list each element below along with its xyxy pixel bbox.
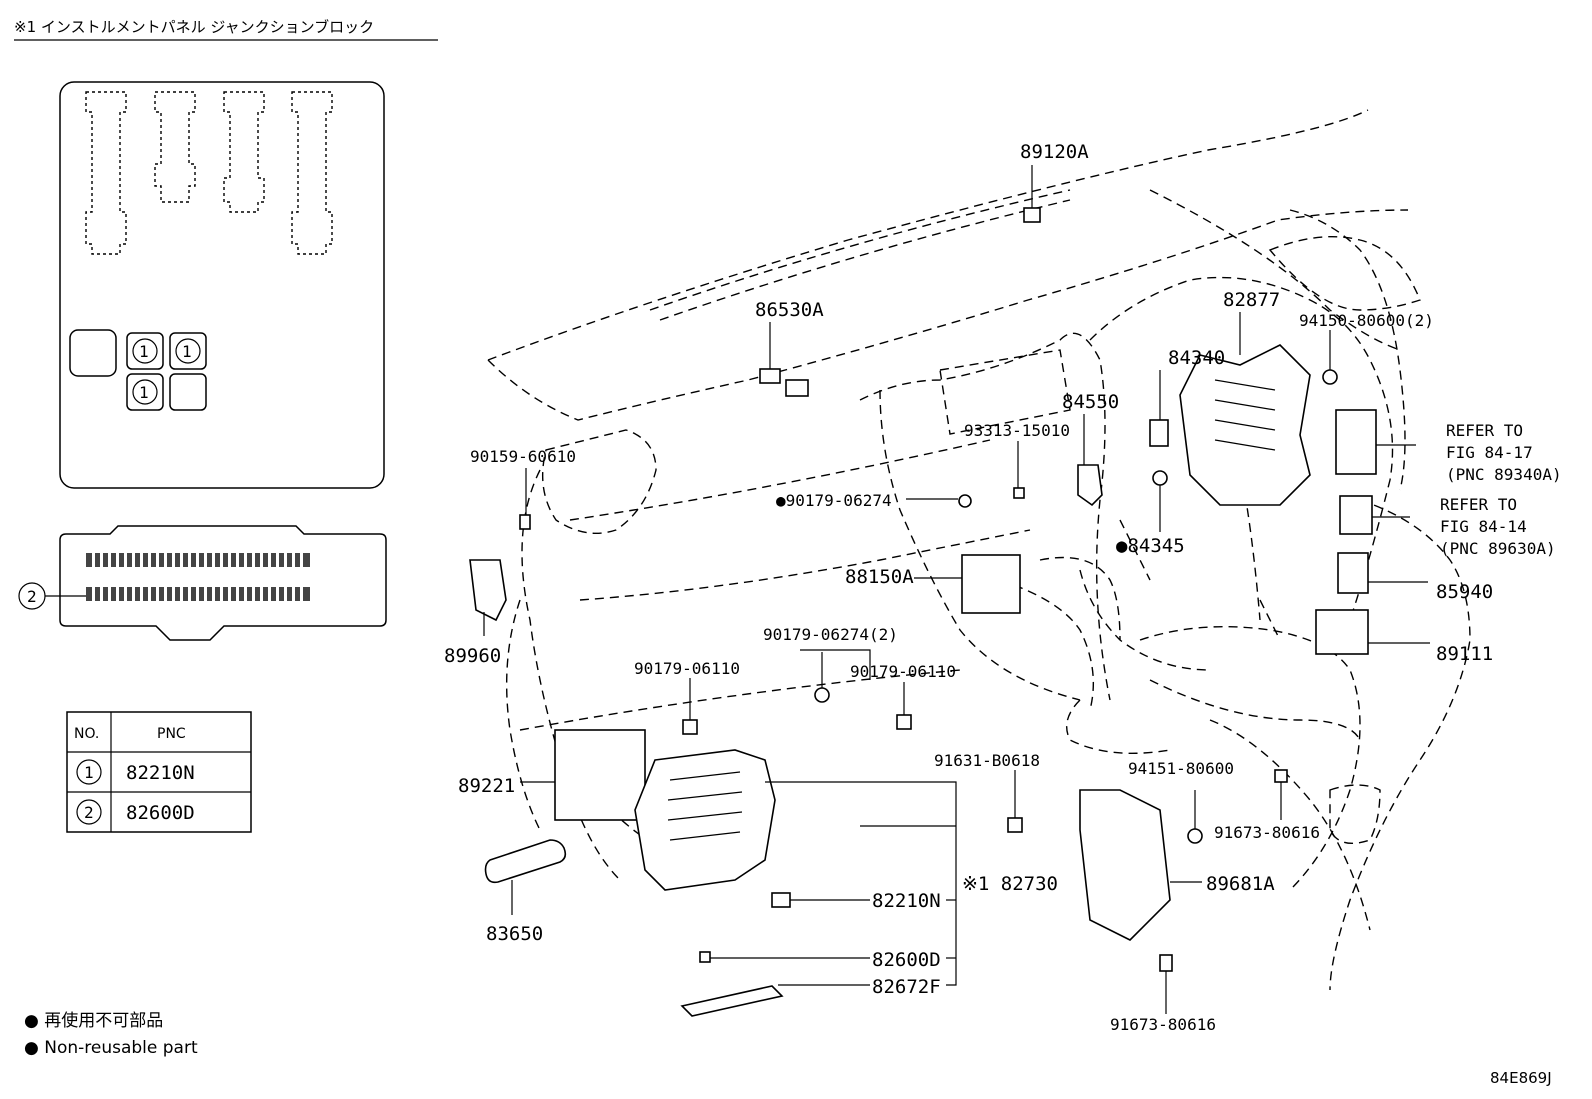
fuse-82600D-icon — [699, 951, 711, 963]
label-89960: 89960 — [444, 645, 501, 667]
label-91673-80616-right: 91673-80616 — [1214, 823, 1320, 842]
label-94150-80600: 94150-80600(2) — [1299, 311, 1434, 330]
relay-label: 1 — [139, 383, 149, 402]
label-89221: 89221 — [458, 775, 515, 797]
nut-icon — [958, 494, 972, 508]
label-89681A: 89681A — [1206, 873, 1275, 895]
label-90159-60610: 90159-60610 — [470, 447, 576, 466]
switch-84340-icon — [1149, 419, 1169, 447]
label-84340: 84340 — [1168, 347, 1225, 369]
junction-block-connector-inset: 2 — [18, 525, 387, 641]
nut-icon — [1322, 369, 1338, 385]
part-83650-icon — [484, 839, 567, 884]
part-89960-icon — [469, 559, 507, 622]
part-86530A-icon — [759, 322, 809, 397]
nut-icon — [814, 687, 830, 703]
ecu-89681A-icon — [1079, 789, 1171, 941]
refer-line: FIG 84-14 — [1440, 517, 1527, 536]
refer-line: REFER TO — [1440, 495, 1517, 514]
bolt-icon — [1007, 817, 1023, 833]
bolt-icon — [1159, 954, 1173, 972]
refer-line: (PNC 89340A) — [1446, 465, 1562, 484]
table-cell-pnc: 82210N — [126, 762, 195, 784]
relay-slot-blank — [69, 329, 117, 377]
module-89340A-icon — [1335, 409, 1377, 475]
relay-label: 1 — [182, 342, 192, 361]
clip-icon — [896, 714, 912, 730]
refer-line: (PNC 89630A) — [1440, 539, 1556, 558]
label-82210N: 82210N — [872, 890, 941, 912]
part-82877-icon — [1179, 312, 1311, 506]
label-83650: 83650 — [486, 923, 543, 945]
nut-icon — [1187, 828, 1203, 844]
label-90179-06110-left: 90179-06110 — [634, 659, 740, 678]
relay-label: 1 — [139, 342, 149, 361]
label-91631-B0618: 91631-B0618 — [934, 751, 1040, 770]
label-86530A: 86530A — [755, 299, 824, 321]
instrument-panel-illustration — [487, 109, 1471, 991]
label-85940: 85940 — [1436, 581, 1493, 603]
label-90179-06274-2: 90179-06274(2) — [763, 625, 898, 644]
header-title: ※1 インストルメントパネル ジャンクションブロック — [14, 18, 374, 36]
label-90179-06274: ●90179-06274 — [776, 491, 892, 510]
table-header-no: NO. — [74, 726, 99, 742]
label-84345: ●84345 — [1116, 535, 1185, 557]
part-88150A-icon — [961, 554, 1021, 614]
bolt-icon — [1274, 769, 1288, 783]
figure-code: 84E869J — [1490, 1069, 1552, 1087]
part-89120A-icon — [1023, 165, 1041, 223]
callout-label: 2 — [27, 587, 37, 606]
label-90179-06110-right: 90179-06110 — [850, 662, 956, 681]
refer-line: FIG 84-17 — [1446, 443, 1533, 462]
cover-82672F-icon — [680, 985, 784, 1017]
bolt-icon — [1013, 487, 1025, 499]
part-89111-icon — [1315, 609, 1369, 655]
label-82730: ※1 82730 — [962, 873, 1058, 895]
label-82600D: 82600D — [872, 949, 941, 971]
refer-note-84-14: REFER TO FIG 84-14 (PNC 89630A) — [1440, 495, 1556, 558]
table-cell-no: 2 — [84, 803, 94, 822]
table-cell-pnc: 82600D — [126, 802, 195, 824]
refer-line: REFER TO — [1446, 421, 1523, 440]
junction-block-icon — [634, 749, 776, 891]
label-93313-15010: 93313-15010 — [964, 421, 1070, 440]
module-89630A-icon — [1339, 495, 1373, 535]
label-89111: 89111 — [1436, 643, 1493, 665]
part-85940-icon — [1337, 552, 1369, 594]
ecu-89221-icon — [554, 729, 646, 821]
refer-note-84-17: REFER TO FIG 84-17 (PNC 89340A) — [1446, 421, 1562, 484]
relay-82210N-icon — [771, 892, 791, 908]
label-91673-80616-bottom: 91673-80616 — [1110, 1015, 1216, 1034]
label-84550: 84550 — [1062, 391, 1119, 413]
legend-en: ● Non-reusable part — [24, 1038, 198, 1058]
label-82877: 82877 — [1223, 289, 1280, 311]
legend-jp: ● 再使用不可部品 — [24, 1010, 163, 1031]
pnc-table: NO. PNC 1 82210N 2 82600D — [66, 711, 252, 833]
label-82672F: 82672F — [872, 976, 941, 998]
label-88150A: 88150A — [845, 566, 914, 588]
table-cell-no: 1 — [84, 763, 94, 782]
bolt-icon — [519, 514, 531, 530]
junction-block-inset: 1 1 1 — [59, 81, 385, 489]
switch-84550-icon — [1077, 464, 1103, 507]
label-89120A: 89120A — [1020, 141, 1089, 163]
label-94151-80600: 94151-80600 — [1128, 759, 1234, 778]
clip-icon — [682, 719, 698, 735]
table-header-pnc: PNC — [157, 726, 186, 742]
